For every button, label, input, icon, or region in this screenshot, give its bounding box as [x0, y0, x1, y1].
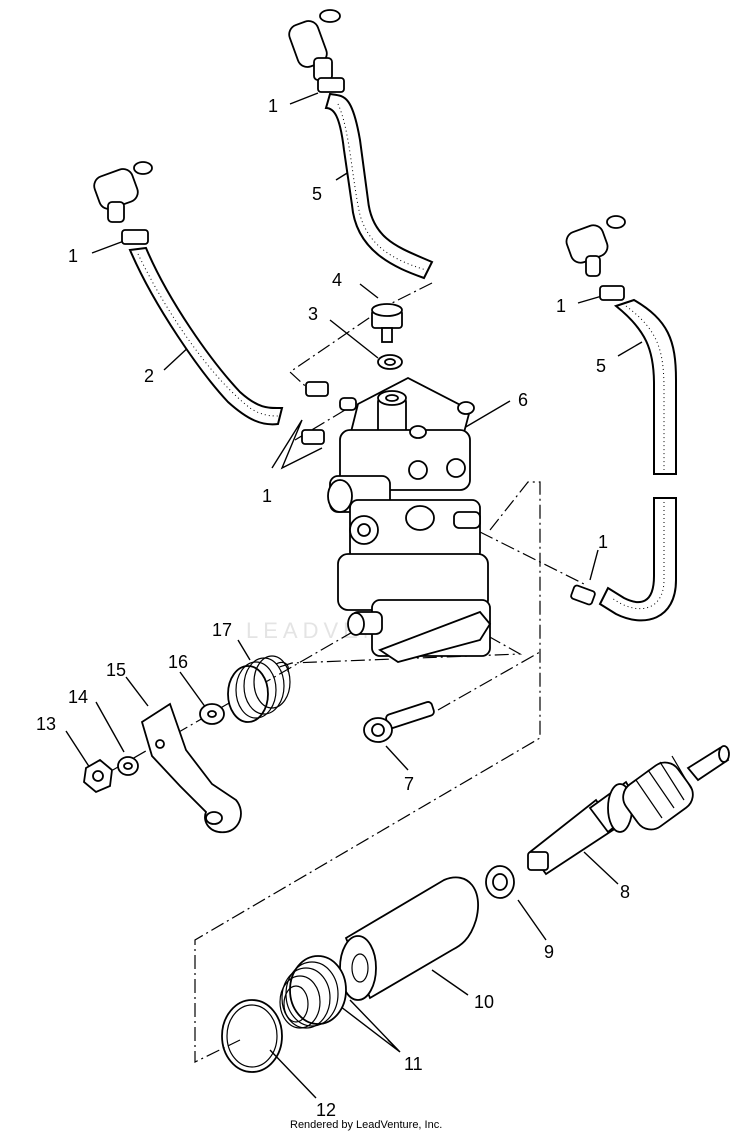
- callout-5-upper: 5: [312, 184, 322, 204]
- clamp-right-lower: [570, 584, 596, 606]
- callout-13: 13: [36, 714, 56, 734]
- callout-labels: 1 1 1 1 1 2 3 4 5 5 6 7 8 9 10 11 12 13 …: [36, 96, 630, 1120]
- callout-15: 15: [106, 660, 126, 680]
- hose-5-right-upper: [613, 298, 677, 475]
- callout-9: 9: [544, 942, 554, 962]
- lever-15: [140, 702, 242, 834]
- assembly-lines: [91, 282, 585, 1063]
- callout-7: 7: [404, 774, 414, 794]
- footer-credit: Rendered by LeadVenture, Inc.: [290, 1119, 442, 1131]
- callout-16: 16: [168, 652, 188, 672]
- callout-4: 4: [332, 270, 342, 290]
- callout-10: 10: [474, 992, 494, 1012]
- callout-17: 17: [212, 620, 232, 640]
- bolt-7: [363, 701, 435, 743]
- callout-1-top: 1: [268, 96, 278, 116]
- callout-11: 11: [404, 1054, 423, 1074]
- spring-17: [227, 655, 291, 723]
- washer-3: [377, 354, 403, 370]
- callout-1-left: 1: [68, 246, 78, 266]
- fitting-top-center: [288, 9, 345, 93]
- washer-9: [485, 865, 515, 899]
- shaft-8: [527, 745, 730, 876]
- hose-5-right-lower: [598, 497, 677, 622]
- leader-lines: [65, 92, 643, 1099]
- callout-5-right: 5: [596, 356, 606, 376]
- sleeve-10: [339, 876, 479, 1001]
- valve-body-6: [327, 376, 492, 663]
- nut-13: [83, 758, 113, 794]
- clamp-pair-left: [301, 381, 329, 445]
- callout-1-lower-right: 1: [598, 532, 608, 552]
- callout-2: 2: [144, 366, 154, 386]
- callout-1-right: 1: [556, 296, 566, 316]
- hose-5-upper: [324, 92, 434, 280]
- callout-8: 8: [620, 882, 630, 902]
- callout-14: 14: [68, 687, 88, 707]
- callout-3: 3: [308, 304, 318, 324]
- callout-12: 12: [316, 1100, 336, 1120]
- bolt-4: [371, 303, 403, 343]
- callout-6: 6: [518, 390, 528, 410]
- washer-16: [199, 703, 225, 725]
- fitting-top-left: [93, 161, 153, 245]
- hose-2: [128, 246, 284, 426]
- fitting-top-right: [565, 215, 626, 301]
- ring-12: [221, 999, 283, 1073]
- callout-1-center: 1: [262, 486, 272, 506]
- springs-11: [279, 955, 347, 1029]
- washer-14: [117, 756, 139, 776]
